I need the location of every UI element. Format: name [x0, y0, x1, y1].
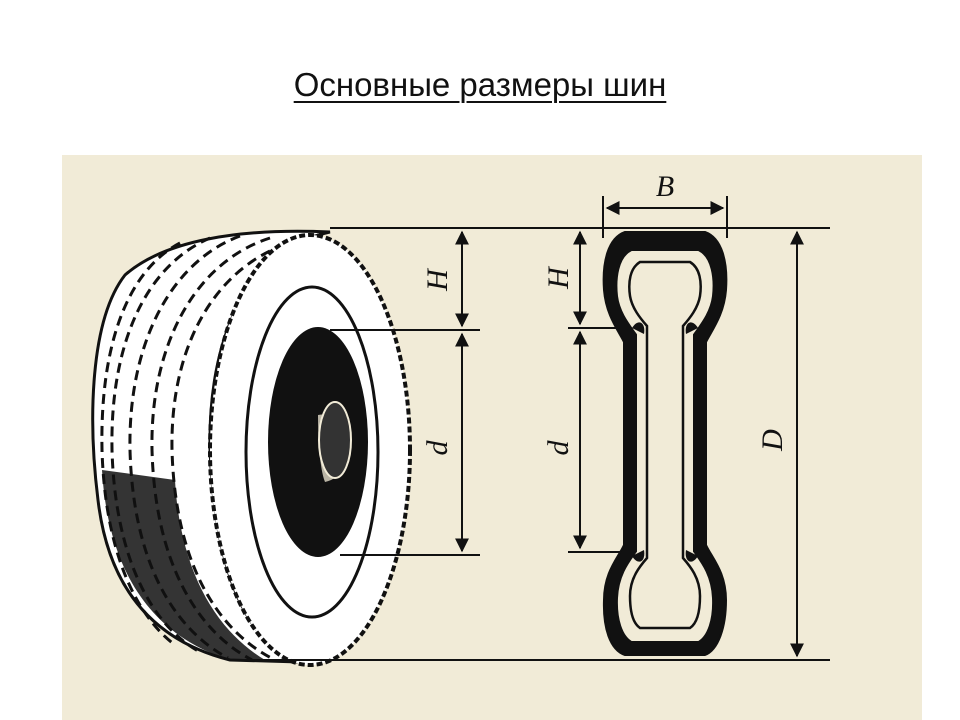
- tire-shadow: [102, 470, 265, 660]
- label-h-left: H: [421, 267, 454, 292]
- cross-section-cavity: [617, 251, 713, 641]
- cross-section-inner-tube: [628, 260, 702, 630]
- tire-perspective-drawing: [91, 229, 412, 667]
- slide-title-text: Основные размеры шин: [293, 66, 667, 103]
- label-d-left: d: [421, 440, 454, 456]
- label-diameter: D: [756, 429, 789, 452]
- tire-cross-section: [602, 196, 728, 656]
- wheel-hub: [318, 401, 352, 479]
- wheel-rim-hole: [268, 327, 368, 557]
- slide-title: Основные размеры шин: [0, 66, 960, 104]
- label-d-right: d: [542, 440, 575, 456]
- label-b: B: [656, 170, 674, 203]
- left-dimension-lines: [230, 227, 830, 661]
- label-h-right: H: [542, 265, 575, 290]
